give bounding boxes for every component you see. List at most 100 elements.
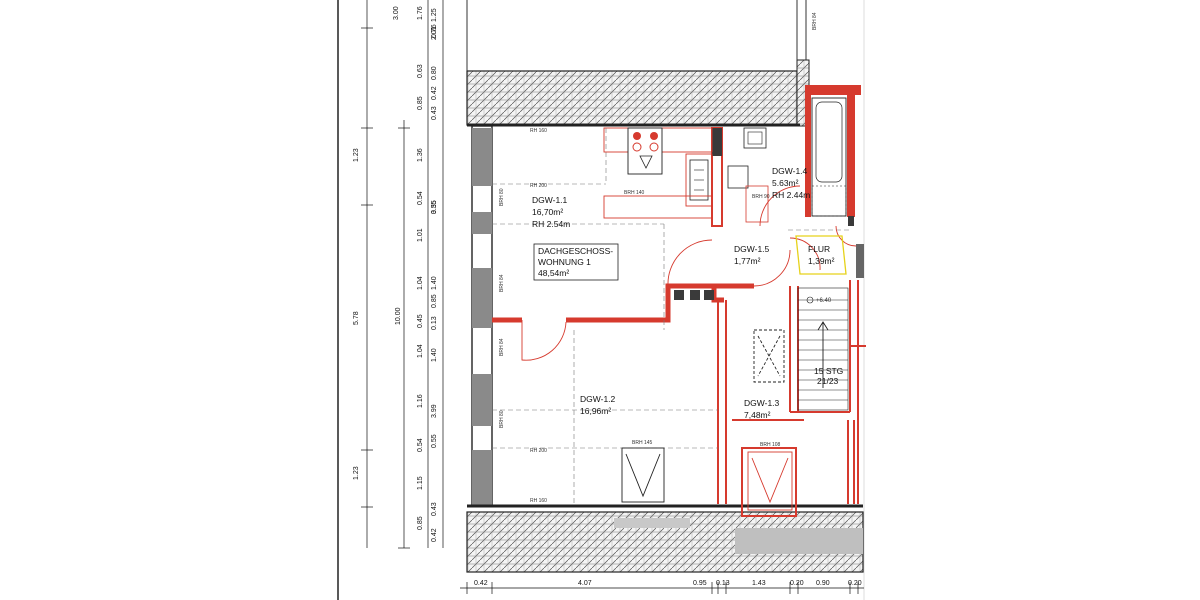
dim-inner-labels: 1.76 0.63 0.85 1.36 0.54 1.01 1.04 0.45 … [417,6,424,530]
dim-inner-4: 1.36 [417,148,424,162]
stairs-ratio: 21/23 [817,376,839,386]
door-arc-bath [759,185,801,227]
level-marker: +6.40 [816,298,832,304]
door-arc-flur [789,237,821,271]
dim-inner-3: 0.85 [417,96,424,110]
room-area-dgw-1-5: 1,77m² [734,256,761,266]
dim-inner2-11: 0.13 [431,316,438,330]
room-labels: DGW-1.1 16,70m² RH 2.54m DACHGESCHOSS- W… [532,166,835,420]
toilet-icon [727,165,749,189]
roof-bottom-grey-patch [614,518,690,528]
kitchen-counter-right [685,153,713,207]
room-area-flur: 1,39m² [808,256,835,266]
upper-exterior-lines [466,0,807,71]
bathtub-icon [811,97,847,217]
dim-outer-2: 1.23 [353,148,360,162]
room-label-flur: FLUR [808,244,830,254]
dim-inner2-8: 0.55 [431,200,438,214]
dim-inner2-1: 1.25 [431,8,438,22]
annotation-rh200-bottom: RH 200 [530,448,547,454]
annotation-brh80-a: BRH 80 [499,188,505,206]
dim-outer-1: 3.00 [393,6,400,20]
flur-outline [795,235,847,275]
bottom-dim-7: 0.90 [816,580,830,587]
dim-inner-5: 0.54 [417,191,424,205]
door-arc-1-5 [667,239,713,287]
washbasin-icon [743,127,767,149]
burner-icon [650,132,658,140]
left-dimension-chain-mid [398,120,410,549]
roof-top-band [466,70,798,126]
level-marker-icon [806,296,814,304]
left-dimension-chain-inner [427,0,444,548]
apartment-label-box [533,243,619,281]
chimney-block [856,244,864,278]
door-arc-1-5-right [753,249,791,287]
bottom-dim-6: 0.20 [790,580,804,587]
burner-icon [633,132,641,140]
room-area-dgw-1-3: 7,48m² [744,410,771,420]
stairs-count: 15 STG [814,366,843,376]
dim-inner2-5: 0.42 [431,86,438,100]
stair-direction-arrow [817,321,829,388]
dim-outer-4: 1.23 [353,466,360,480]
room-label-dgw-1-1: DGW-1.1 [532,195,568,205]
ceiling-height-lines [492,128,850,504]
dim-inner2-9: 1.40 [431,276,438,290]
annotation-brh84-a: BRH 84 [499,274,505,292]
annotation-rh200-top: RH 200 [530,183,547,189]
bottom-dim-3: 0.95 [693,580,707,587]
bottom-dim-2: 4.07 [578,580,592,587]
apartment-label-line2: WOHNUNG 1 [538,257,591,267]
dim-inner2-16: 0.42 [431,528,438,542]
staircase [797,287,849,411]
annotation-brh108: BRH 108 [760,442,781,448]
dim-inner2-labels: 1.25 0.76 2.01 0.80 0.42 0.43 3.35 0.55 … [431,8,438,542]
burner-icon [632,142,642,152]
roof-windows [621,329,793,511]
exterior-wall-left [471,125,493,507]
room-label-dgw-1-4: DGW-1.4 [772,166,808,176]
bathroom-fixtures [727,97,847,223]
interior-walls-red [492,85,866,517]
room-height-dgw-1-4: RH 2.44m [772,190,810,200]
room-label-dgw-1-2: DGW-1.2 [580,394,616,404]
bath-niche [745,185,769,223]
skylight-1-3 [747,451,793,511]
dim-inner-11: 0.54 [417,438,424,452]
room-area-dgw-1-4: 5.63m² [772,178,799,188]
apartment-label-line1: DACHGESCHOSS- [538,246,613,256]
annotation-brh145: BRH 145 [632,440,653,446]
dim-inner-8: 0.45 [417,314,424,328]
dim-inner-2: 0.63 [417,64,424,78]
dim-inner-13: 0.85 [417,516,424,530]
burner-icon [649,142,659,152]
bottom-dim-labels: 0.42 4.07 0.95 0.13 1.43 0.20 0.90 0.20 [474,580,862,587]
roof-bottom-grey-patch-2 [735,528,863,554]
apartment-area: 48,54m² [538,268,569,278]
room-height-dgw-1-1: RH 2.54m [532,219,570,229]
dim-inner-9: 1.04 [417,344,424,358]
dim-inner-6: 1.01 [417,228,424,242]
bottom-dim-8: 0.20 [848,580,862,587]
dim-inner2-2: 0.76 [431,24,438,38]
dim-inner2-14: 0.55 [431,434,438,448]
annotation-brh84-top: BRH 84 [812,12,818,30]
bottom-dim-4: 0.13 [716,580,730,587]
dim-inner2-4: 0.80 [431,66,438,80]
room-label-dgw-1-3: DGW-1.3 [744,398,780,408]
wall-blocks [674,128,854,300]
left-dimension-chain-outer [361,0,373,548]
annotation-brh90: BRH 90 [752,194,770,200]
dim-inner2-7: 3.35 [431,200,438,214]
dim-inner-10: 1.16 [417,394,424,408]
annotation-brh80-b: BRH 80 [499,410,505,428]
kitchen-counter-lower [603,195,713,219]
room-label-dgw-1-5: DGW-1.5 [734,244,770,254]
annotation-brh84-b: BRH 84 [499,338,505,356]
kitchen-block [603,127,713,219]
dim-inner2-3: 2.01 [431,26,438,40]
skylight-1-2 [621,447,665,503]
height-annotations: RH 160 RH 200 RH 200 RH 160 BRH 140 BRH … [499,128,781,504]
